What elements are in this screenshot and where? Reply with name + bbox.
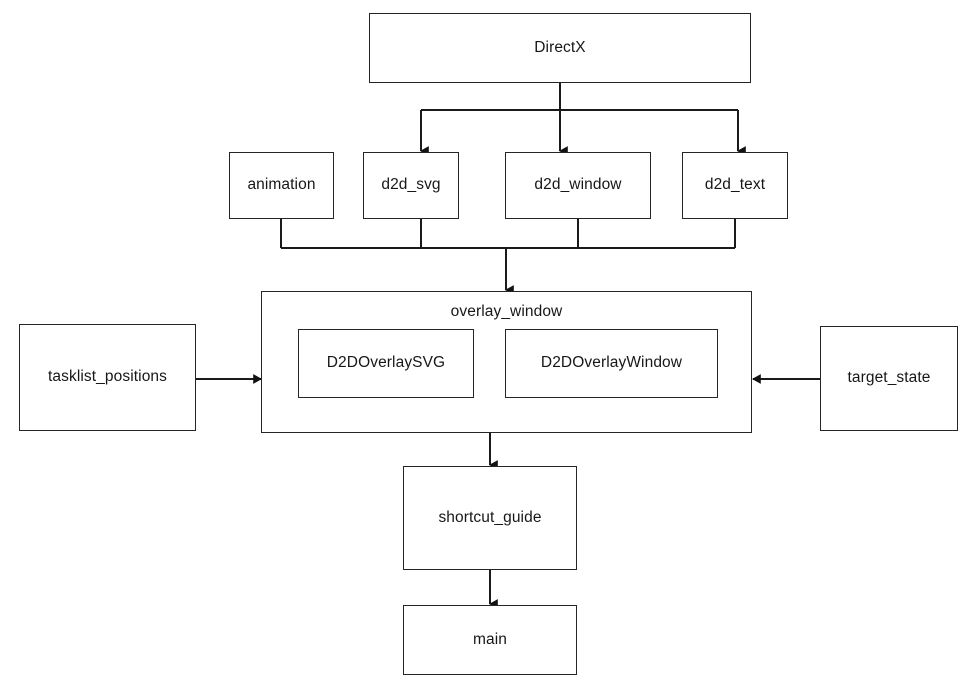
node-target-state-label: target_state — [847, 369, 931, 387]
node-target-state[interactable]: target_state — [820, 326, 958, 431]
node-d2d-overlay-window[interactable]: D2DOverlayWindow — [505, 329, 718, 398]
node-directx-label: DirectX — [534, 38, 586, 56]
node-d2d-text[interactable]: d2d_text — [682, 152, 788, 219]
node-directx[interactable]: DirectX — [369, 13, 751, 83]
node-main-label: main — [473, 630, 507, 648]
node-animation[interactable]: animation — [229, 152, 334, 219]
node-d2d-svg-label: d2d_svg — [381, 176, 441, 194]
node-d2d-overlay-window-label: D2DOverlayWindow — [540, 354, 683, 372]
node-main[interactable]: main — [403, 605, 577, 675]
node-tasklist-positions-label: tasklist_positions — [48, 368, 167, 386]
node-animation-label: animation — [247, 176, 316, 194]
node-overlay-window-label: overlay_window — [450, 303, 563, 320]
node-d2d-window-label: d2d_window — [534, 176, 622, 194]
node-shortcut-guide-label: shortcut_guide — [438, 508, 542, 526]
node-d2d-text-label: d2d_text — [704, 176, 766, 194]
node-d2d-window[interactable]: d2d_window — [505, 152, 651, 219]
node-d2d-overlay-svg-label: D2DOverlaySVG — [326, 354, 446, 372]
node-d2d-svg[interactable]: d2d_svg — [363, 152, 459, 219]
node-d2d-overlay-svg[interactable]: D2DOverlaySVG — [298, 329, 474, 398]
node-shortcut-guide[interactable]: shortcut_guide — [403, 466, 577, 570]
node-tasklist-positions[interactable]: tasklist_positions — [19, 324, 196, 431]
